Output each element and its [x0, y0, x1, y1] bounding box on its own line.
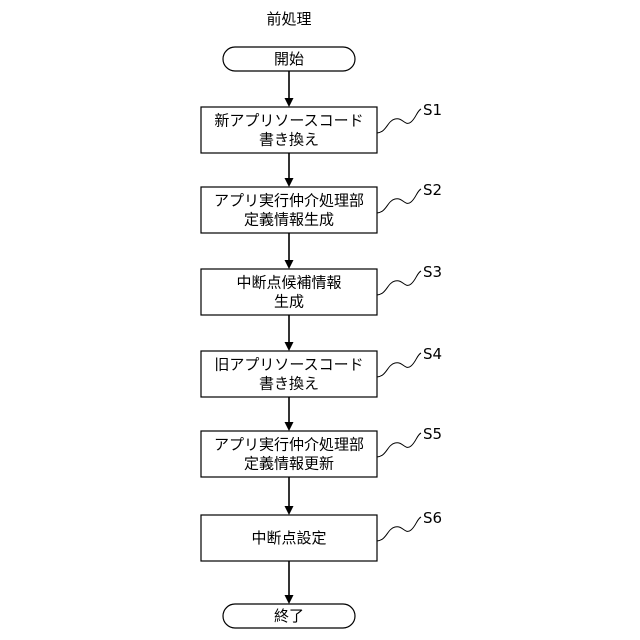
arrowhead-icon	[285, 506, 294, 515]
process-steps: 新アプリソースコード書き換え S1 アプリ実行仲介処理部定義情報生成 S2 中断点候補情…	[201, 101, 442, 561]
step-id-label: S3	[423, 263, 442, 281]
start-terminal: 開始	[223, 47, 355, 71]
arrowhead-icon	[285, 342, 294, 351]
process-step: 旧アプリソースコード書き換え S4	[201, 345, 442, 397]
leader-line	[377, 189, 421, 213]
process-text-line: 中断点設定	[251, 529, 326, 547]
leader-line	[377, 353, 421, 377]
arrowhead-icon	[285, 98, 294, 107]
arrowhead-icon	[285, 178, 294, 187]
end-terminal-label: 終了	[274, 607, 304, 625]
process-text-line: 生成	[274, 293, 304, 311]
arrowhead-icon	[285, 595, 294, 604]
diagram-title: 前処理	[266, 10, 311, 28]
step-id-label: S6	[423, 509, 442, 527]
leader-line	[377, 433, 421, 457]
end-terminal: 終了	[223, 604, 355, 628]
start-terminal-label: 開始	[274, 50, 304, 68]
step-id-label: S2	[423, 181, 442, 199]
process-text-line: 書き換え	[259, 375, 319, 393]
process-text-line: 書き換え	[259, 131, 319, 149]
process-text-line: 旧アプリソースコード	[214, 356, 363, 374]
process-text-line: 定義情報更新	[244, 455, 334, 473]
step-id-label: S1	[423, 101, 442, 119]
process-text-line: 中断点候補情報	[236, 274, 341, 292]
process-text-line: 定義情報生成	[244, 211, 334, 229]
leader-line	[377, 271, 421, 295]
step-id-label: S5	[423, 425, 442, 443]
process-step: アプリ実行仲介処理部定義情報生成 S2	[201, 181, 442, 233]
leader-line	[377, 517, 421, 541]
arrowhead-icon	[285, 260, 294, 269]
process-step: 中断点候補情報生成 S3	[201, 263, 442, 315]
process-text-line: アプリ実行仲介処理部	[214, 192, 364, 210]
arrowhead-icon	[285, 422, 294, 431]
process-step: 新アプリソースコード書き換え S1	[201, 101, 442, 153]
process-step: 中断点設定 S6	[201, 509, 442, 561]
process-text-line: 新アプリソースコード	[214, 112, 363, 130]
step-id-label: S4	[423, 345, 442, 363]
leader-line	[377, 109, 421, 133]
process-text-line: アプリ実行仲介処理部	[214, 436, 364, 454]
process-step: アプリ実行仲介処理部定義情報更新 S5	[201, 425, 442, 477]
